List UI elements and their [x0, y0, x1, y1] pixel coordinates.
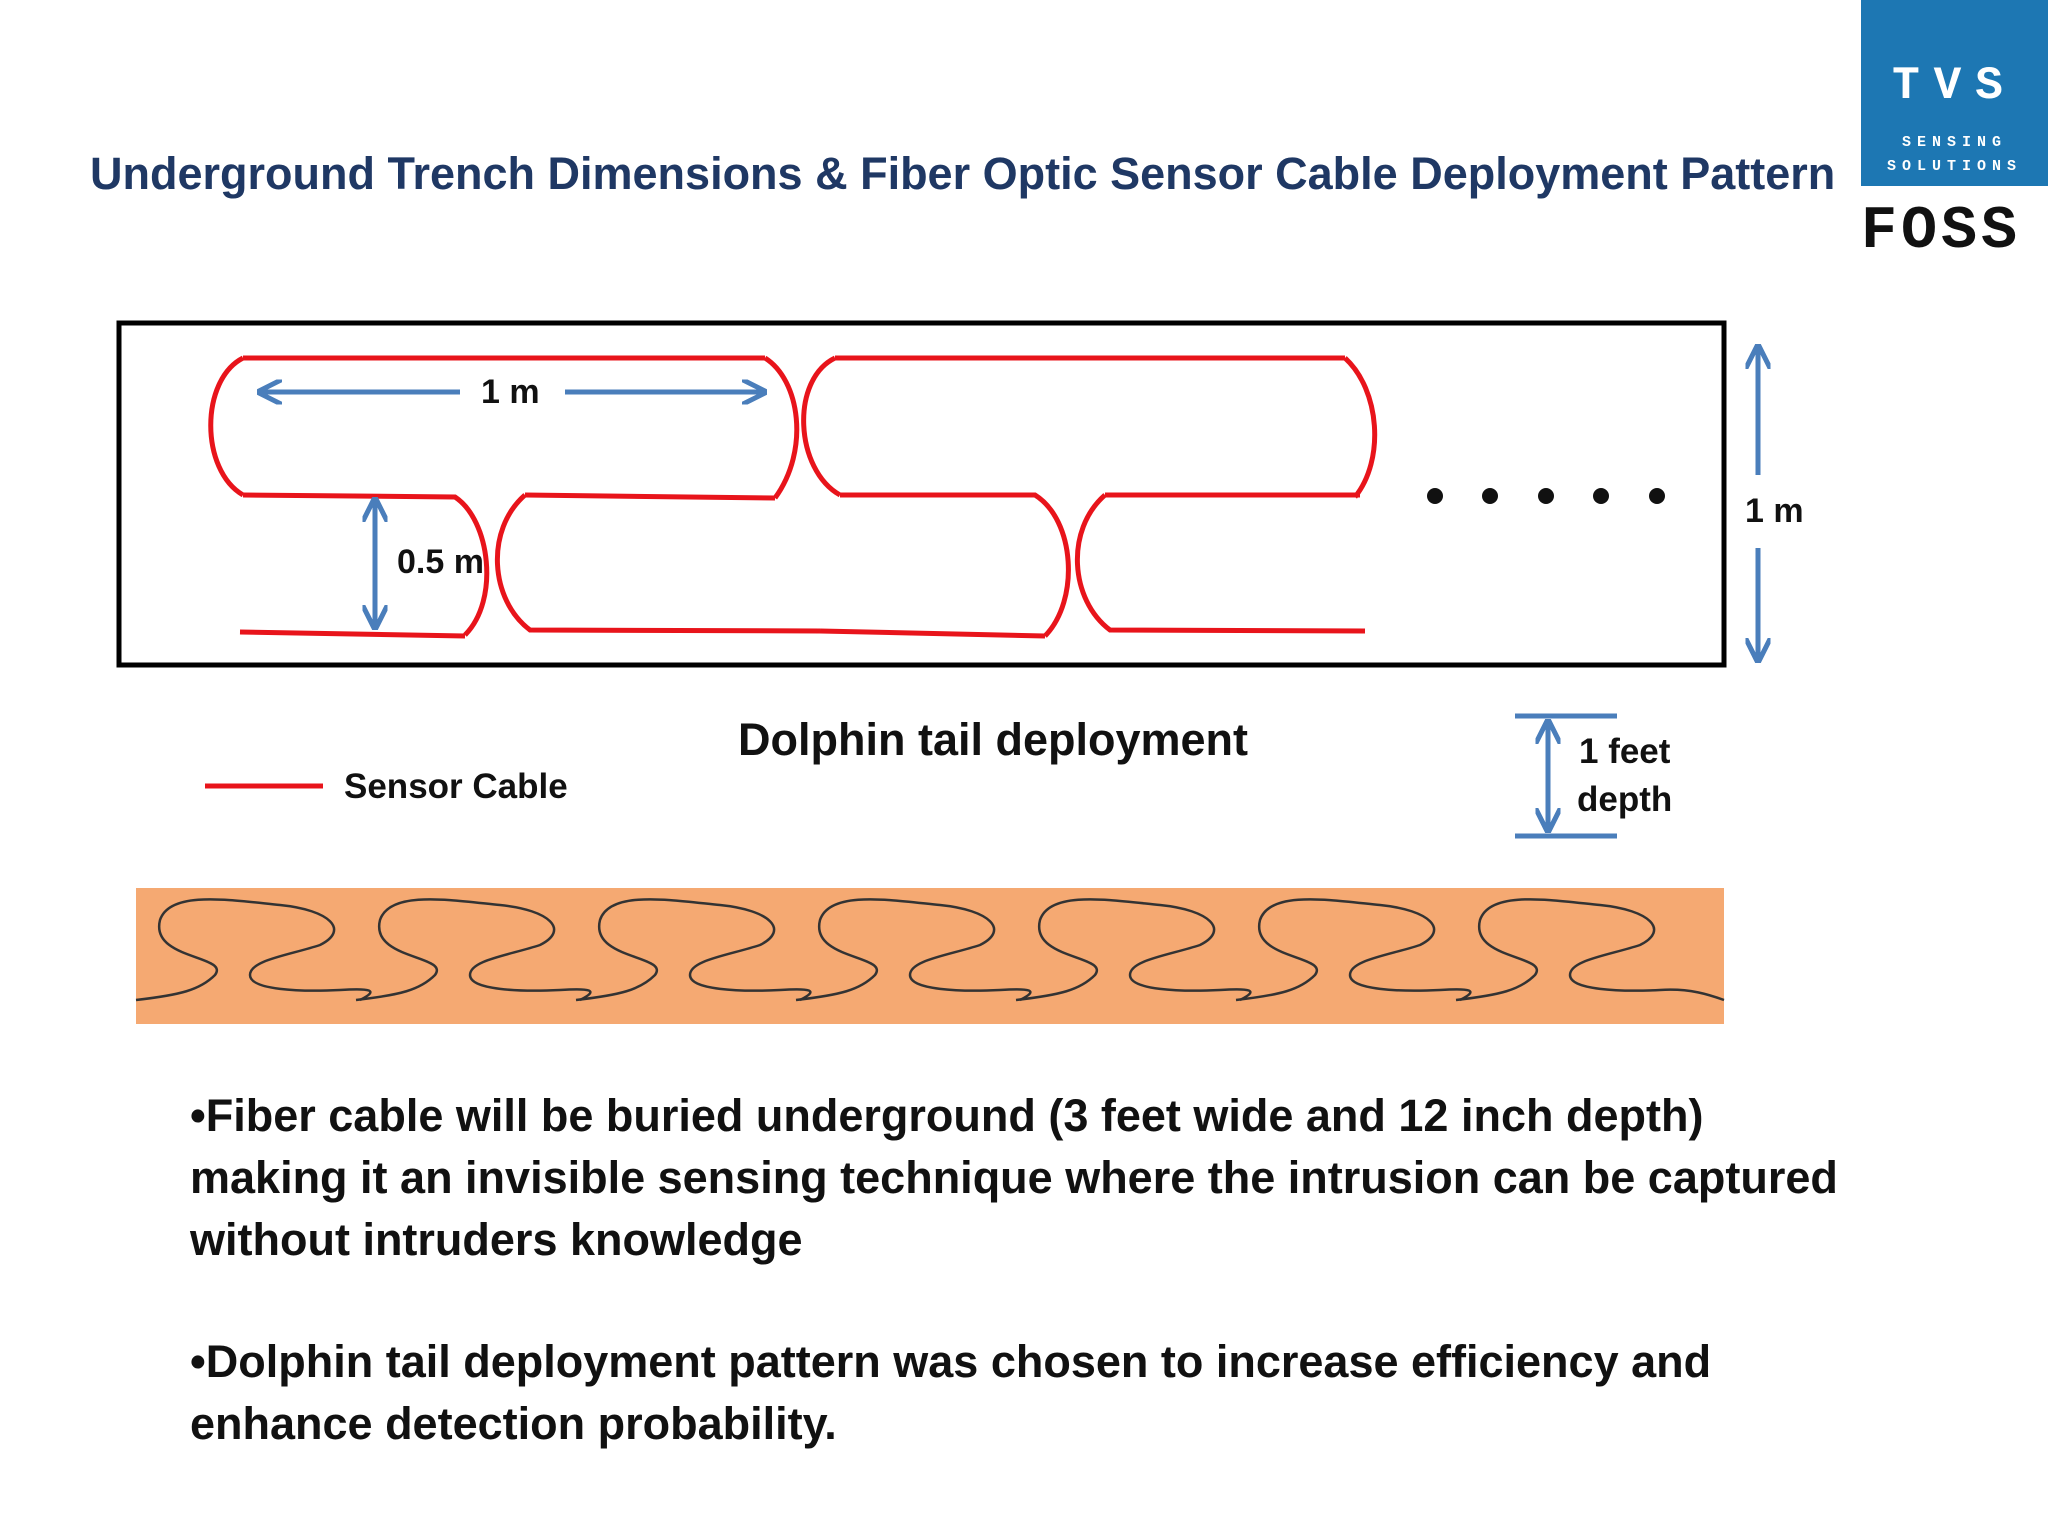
trench-outline	[116, 320, 1727, 668]
depth-label-line2: depth	[1577, 780, 1673, 819]
diagram-caption: Dolphin tail deployment	[738, 714, 1249, 765]
continuation-dots	[1427, 488, 1665, 504]
foss-logo: FOSS	[1861, 198, 2022, 266]
tvs-logo-sensing: SENSING	[1901, 134, 2007, 151]
sensor-cable-pattern	[208, 355, 1378, 639]
legend-sensor-cable-label: Sensor Cable	[344, 767, 568, 806]
length-label: 1 m	[481, 373, 540, 411]
half-width-label: 0.5 m	[397, 543, 484, 581]
dolphin-loop-illustration	[135, 898, 1725, 1002]
slide-title: Underground Trench Dimensions & Fiber Op…	[90, 148, 1836, 199]
bullet-item: •Fiber cable will be buried underground …	[190, 1090, 1838, 1265]
width-label: 1 m	[1745, 492, 1804, 530]
dimension-arrows	[262, 349, 1758, 839]
depth-label-line1: 1 feet	[1579, 732, 1671, 771]
tvs-logo: TVS SENSING SOLUTIONS	[1861, 0, 2048, 186]
deployment-illustration-strip	[136, 888, 1724, 1024]
tvs-logo-solutions: SOLUTIONS	[1886, 158, 2022, 175]
tvs-logo-text: TVS	[1892, 60, 2017, 112]
bullet-list: •Fiber cable will be buried underground …	[190, 1085, 1850, 1515]
bullet-item: •Dolphin tail deployment pattern was cho…	[190, 1336, 1712, 1449]
